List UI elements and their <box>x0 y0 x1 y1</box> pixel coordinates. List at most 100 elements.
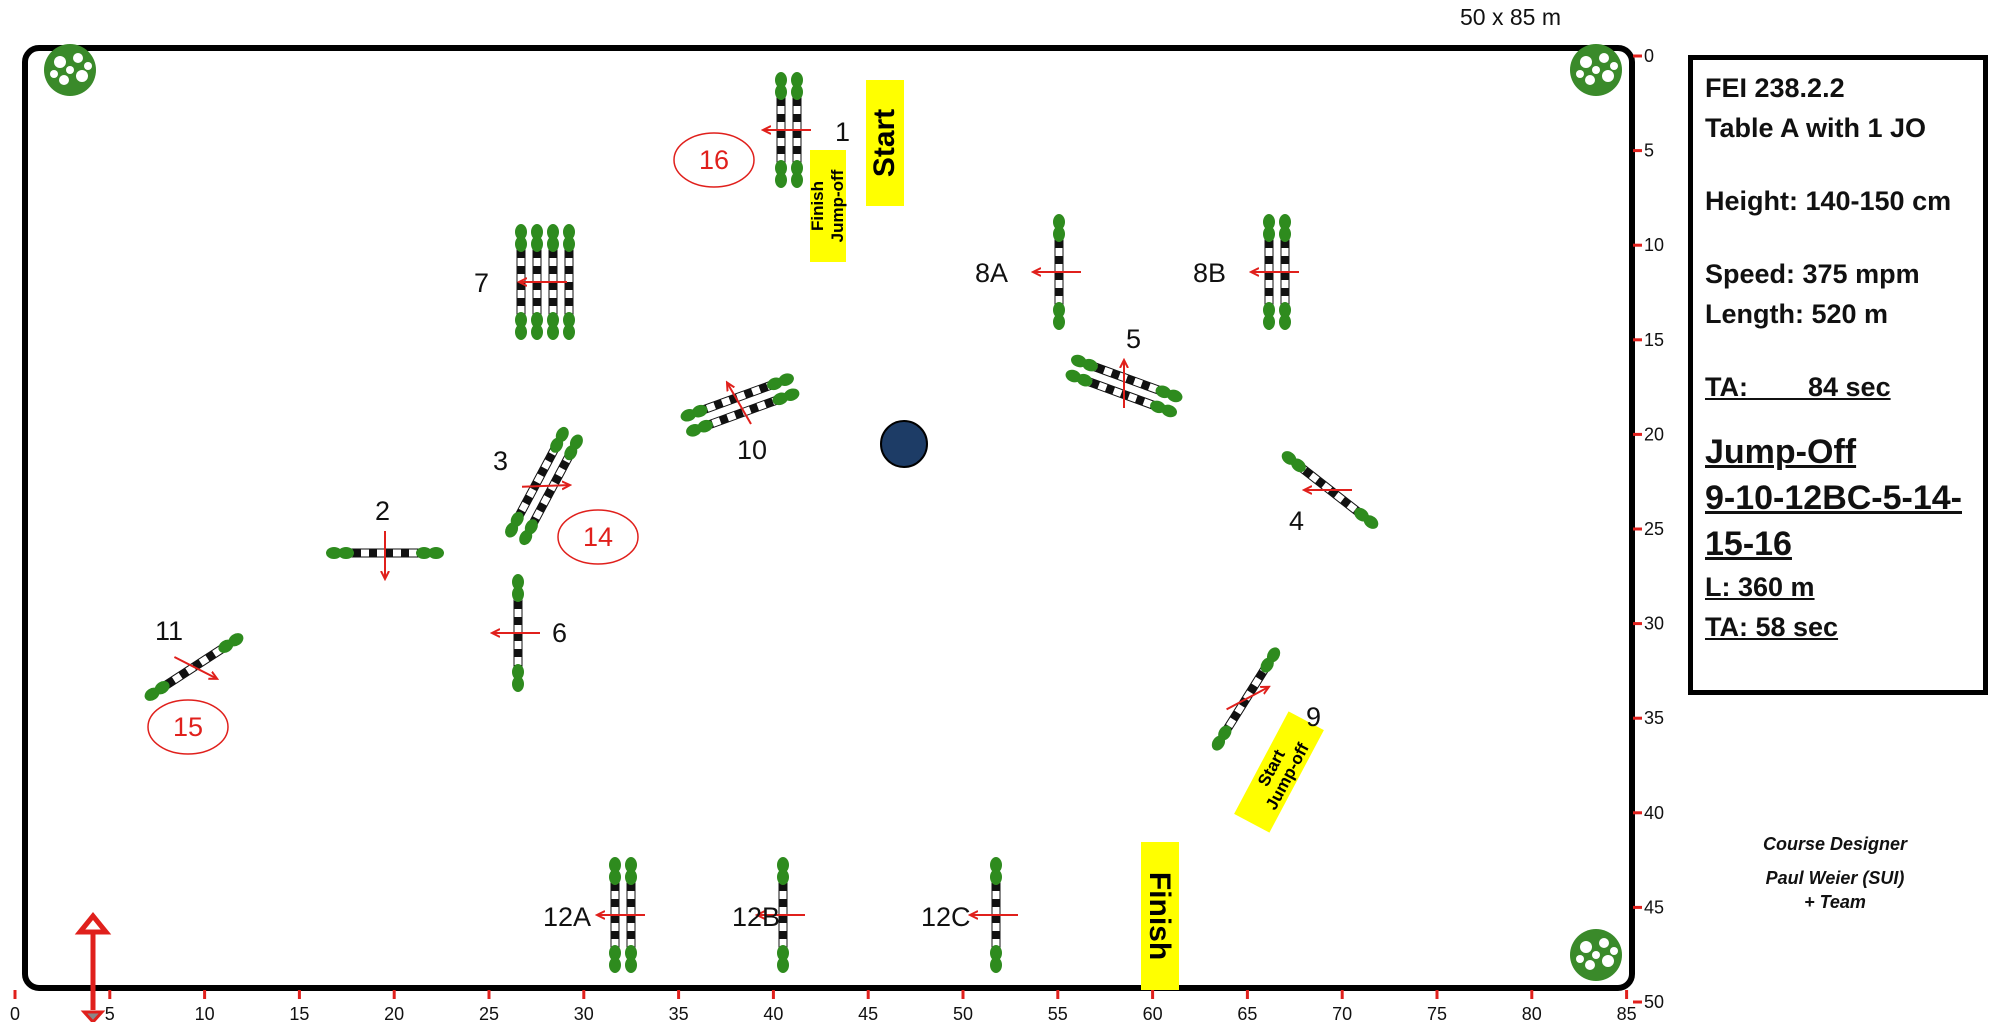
x-tick-label: 85 <box>1617 1004 1637 1022</box>
x-tick-label: 0 <box>10 1004 20 1022</box>
fence-12a <box>599 857 645 973</box>
x-tick-label: 55 <box>1048 1004 1068 1022</box>
x-tick-label: 40 <box>763 1004 783 1022</box>
y-tick-label: 15 <box>1644 330 1664 350</box>
y-tick-label: 40 <box>1644 803 1664 823</box>
wing-icon <box>563 236 575 252</box>
info-ta-label: TA: <box>1705 372 1748 402</box>
fence-label-2: 2 <box>375 496 390 526</box>
wing-icon <box>326 547 342 559</box>
water-obstacle <box>880 420 928 468</box>
wing-icon <box>990 957 1002 973</box>
designer-name: Paul Weier (SUI) <box>1765 868 1905 888</box>
fence-5 <box>1065 354 1183 418</box>
wing-icon <box>775 160 787 176</box>
info-jumpoff-ta: TA: 58 sec <box>1705 612 1839 642</box>
info-jumpoff-length: L: 360 m <box>1705 572 1815 602</box>
x-tick-label: 25 <box>479 1004 499 1022</box>
y-tick-label: 20 <box>1644 424 1664 444</box>
wing-icon <box>775 84 787 100</box>
direction-arrow-icon <box>1306 468 1353 513</box>
wing-icon <box>1260 657 1274 673</box>
x-tick-label: 60 <box>1143 1004 1163 1022</box>
wing-icon <box>428 547 444 559</box>
direction-arrow-icon <box>521 466 568 505</box>
fence-8a <box>1035 214 1081 330</box>
wing-icon <box>1076 373 1093 387</box>
wing-icon <box>1263 302 1275 318</box>
wing-icon <box>1363 515 1379 529</box>
designer-team: + Team <box>1804 892 1866 912</box>
direction-arrow-icon <box>1226 676 1268 711</box>
fence-12c <box>972 857 1018 973</box>
fence-label-6: 6 <box>552 618 567 648</box>
wing-icon <box>563 324 575 340</box>
fence-8b <box>1253 214 1299 330</box>
wing-icon <box>772 392 789 406</box>
x-tick-label: 45 <box>858 1004 878 1022</box>
fence-label-11: 11 <box>155 616 183 646</box>
fence-label-8a: 8A <box>975 258 1008 288</box>
tree-icon <box>1570 44 1622 96</box>
wing-icon <box>547 236 559 252</box>
fence-label-10: 10 <box>737 435 767 465</box>
direction-arrow-icon <box>173 656 215 690</box>
x-tick-label: 75 <box>1427 1004 1447 1022</box>
info-jumpoff-seq-2: 15-16 <box>1705 525 1792 563</box>
jumpoff-label-15: 15 <box>173 712 203 742</box>
finish-jumpoff-text-2: Jump-off <box>828 169 847 242</box>
wing-icon <box>505 522 519 538</box>
wing-icon <box>625 945 637 961</box>
wing-icon <box>515 236 527 252</box>
wing-icon <box>1211 735 1226 751</box>
y-tick-label: 50 <box>1644 992 1664 1012</box>
course-info-panel: FEI 238.2.2 Table A with 1 JO Height: 14… <box>1688 55 1988 695</box>
wing-icon <box>228 633 244 647</box>
wing-icon <box>512 574 524 590</box>
jumpoff-label-14: 14 <box>583 522 613 552</box>
fence-3 <box>505 426 583 546</box>
wing-icon <box>990 869 1002 885</box>
x-tick-label: 20 <box>384 1004 404 1022</box>
x-tick-label: 65 <box>1237 1004 1257 1022</box>
wing-icon <box>1279 302 1291 318</box>
wing-icon <box>791 72 803 88</box>
x-tick-label: 5 <box>105 1004 115 1022</box>
wing-icon <box>531 236 543 252</box>
wing-icon <box>547 324 559 340</box>
course-designer-credit: Course Designer Paul Weier (SUI) + Team <box>1680 832 1990 914</box>
x-tick-label: 10 <box>195 1004 215 1022</box>
y-tick-label: 35 <box>1644 708 1664 728</box>
finish-jumpoff-text-1: Finish <box>808 181 827 231</box>
designer-title: Course Designer <box>1762 834 1908 854</box>
wing-icon <box>767 377 783 391</box>
fence-label-5: 5 <box>1126 324 1141 354</box>
fence-2 <box>326 531 444 577</box>
wing-icon <box>777 857 789 873</box>
wing-icon <box>547 224 559 240</box>
tree-icon <box>44 44 96 96</box>
wing-icon <box>1053 302 1065 318</box>
wing-icon <box>625 857 637 873</box>
fence-12b <box>759 857 805 973</box>
entrance-arrow-icon <box>74 912 112 1022</box>
wing-icon <box>515 324 527 340</box>
wing-icon <box>512 676 524 692</box>
wing-icon <box>564 445 578 461</box>
info-speed: Speed: 375 mpm <box>1705 259 1920 289</box>
finish-banner: Finish <box>1141 842 1179 990</box>
y-tick-label: 5 <box>1644 141 1654 161</box>
fence-label-12b: 12B <box>732 902 780 932</box>
x-tick-label: 15 <box>289 1004 309 1022</box>
wing-icon <box>1279 214 1291 230</box>
fence-11 <box>144 633 244 701</box>
info-ta-value: 84 sec <box>1808 372 1891 402</box>
wing-icon <box>775 72 787 88</box>
wing-icon <box>990 857 1002 873</box>
wing-icon <box>515 224 527 240</box>
fence-label-3: 3 <box>493 446 508 476</box>
wing-icon <box>625 869 637 885</box>
direction-arrow-icon <box>728 381 752 425</box>
